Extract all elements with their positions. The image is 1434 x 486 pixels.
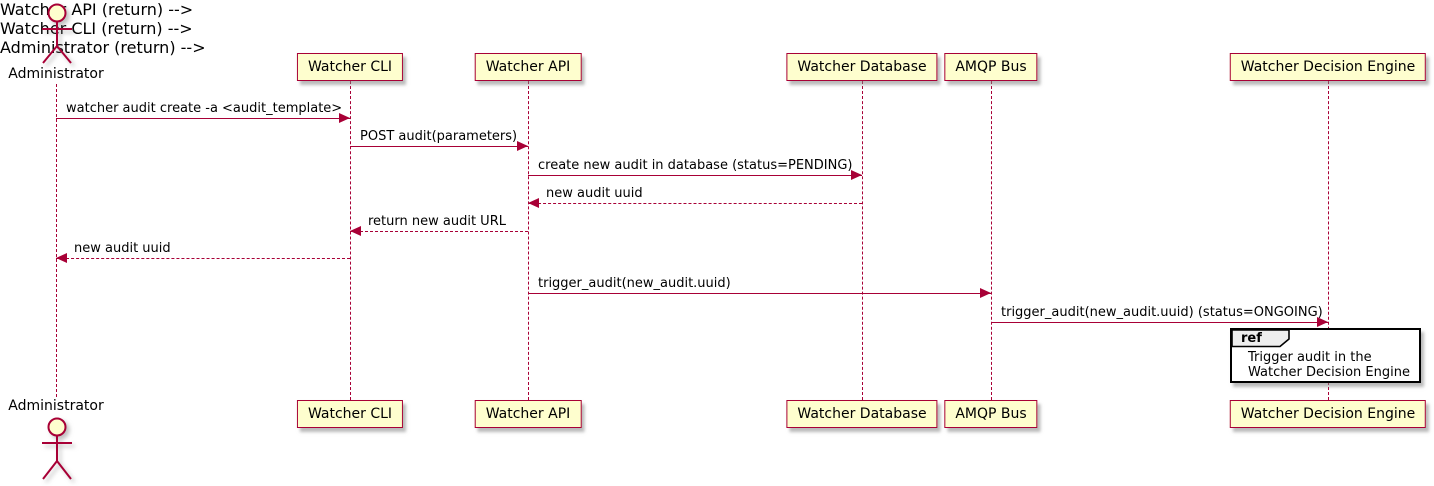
message-5-label: return new audit URL [368, 214, 506, 229]
message-4-line [528, 203, 862, 204]
message-6-line [56, 258, 350, 259]
ref-text-line2: Watcher Decision Engine [1248, 365, 1410, 380]
ref-tab-icon [1231, 329, 1290, 348]
message-7-line [528, 293, 991, 294]
participant-bottom-watcher-api: Watcher API [474, 400, 582, 428]
participant-top-watcher-api: Watcher API [474, 53, 582, 81]
ref-text-line1: Trigger audit in the [1248, 350, 1372, 365]
ref-text: Trigger audit in the Watcher Decision En… [1248, 350, 1410, 380]
lifeline-watcher-cli [350, 81, 351, 400]
message-1-line [56, 118, 350, 119]
arrowhead-right-icon [980, 288, 991, 298]
lifeline-watcher-api [528, 81, 529, 400]
message-5-line [350, 231, 528, 232]
lifeline-watcher-decision-engine [1328, 81, 1329, 400]
arrowhead-left-icon [350, 226, 361, 236]
participant-top-watcher-database: Watcher Database [786, 53, 938, 81]
arrowhead-right-icon [851, 170, 862, 180]
participant-bottom-watcher-database: Watcher Database [786, 400, 938, 428]
message-8-label: trigger_audit(new_audit.uuid) (status=ON… [1001, 305, 1323, 320]
actor-label-bottom: Administrator [8, 398, 104, 414]
arrowhead-left-icon [56, 253, 67, 263]
participant-bottom-watcher-decision-engine: Watcher Decision Engine [1229, 400, 1427, 428]
arrowhead-left-icon [528, 198, 539, 208]
message-8-line [991, 322, 1328, 323]
message-6-label: new audit uuid [74, 241, 171, 256]
message-3-line [528, 175, 862, 176]
participant-bottom-watcher-cli: Watcher CLI [296, 400, 404, 428]
message-2-label: POST audit(parameters) [360, 129, 518, 144]
participant-top-watcher-cli: Watcher CLI [296, 53, 404, 81]
arrowhead-right-icon [1317, 317, 1328, 327]
participant-top-watcher-decision-engine: Watcher Decision Engine [1229, 53, 1427, 81]
arrowhead-right-icon [517, 141, 528, 151]
actor-icon [42, 3, 72, 64]
ref-keyword: ref [1241, 331, 1262, 346]
message-3-label: create new audit in database (status=PEN… [538, 158, 853, 173]
message-4-label: new audit uuid [546, 186, 643, 201]
lifeline-administrator [56, 84, 57, 397]
lifeline-amqp-bus [991, 81, 992, 400]
ref-fragment: ref Trigger audit in the Watcher Decisio… [1230, 328, 1421, 383]
participant-top-amqp-bus: AMQP Bus [944, 53, 1038, 81]
lifeline-watcher-database [862, 81, 863, 400]
message-2-line [350, 146, 528, 147]
arrowhead-right-icon [339, 113, 350, 123]
actor-icon [42, 417, 72, 480]
message-1-label: watcher audit create -a <audit_template> [66, 101, 343, 116]
message-7-label: trigger_audit(new_audit.uuid) [538, 276, 731, 291]
participant-bottom-amqp-bus: AMQP Bus [944, 400, 1038, 428]
actor-label-top: Administrator [8, 66, 104, 82]
